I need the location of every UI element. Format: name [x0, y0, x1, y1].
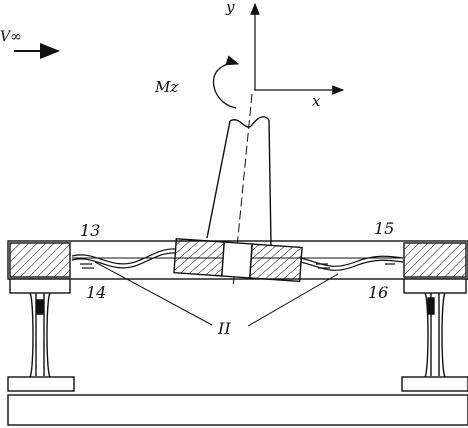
left-support-pad [9, 278, 71, 294]
central-hub [173, 237, 303, 283]
right-ligament-lower [299, 259, 404, 271]
right-ligament-upper [299, 255, 404, 267]
velocity-label: V∞ [0, 29, 22, 45]
left-ligament-upper [71, 248, 177, 265]
right-foot [401, 376, 468, 392]
y-axis-label: y [225, 0, 235, 16]
label-ii: II [217, 319, 231, 338]
label-14: 14 [86, 283, 106, 302]
right-column-flange [424, 292, 446, 378]
leader-left [94, 261, 213, 326]
plate-frame [7, 240, 468, 280]
left-hatched-block [9, 242, 71, 278]
label-13: 13 [80, 221, 100, 240]
moment-label: Mz [154, 78, 178, 96]
moment-indicator: Mz [154, 55, 240, 109]
strut-tip [229, 116, 270, 128]
hub-left-hatch [173, 237, 225, 277]
left-foot [7, 376, 75, 392]
base-plate [7, 394, 468, 426]
elastic-ligaments [71, 248, 404, 271]
label-15: 15 [374, 219, 394, 238]
label-16: 16 [368, 283, 388, 302]
right-hatched-block [403, 242, 467, 278]
right-support-pad [403, 278, 467, 294]
strut-body [206, 119, 272, 246]
left-column-body [35, 293, 45, 376]
left-column-flange [29, 292, 51, 378]
left-column [7, 292, 75, 392]
hub-right-hatch [249, 243, 303, 283]
freestream-velocity: V∞ [0, 29, 60, 59]
left-ligament-lower [71, 252, 177, 269]
right-column [401, 292, 468, 392]
hub-center [221, 241, 253, 279]
leader-right [247, 273, 339, 327]
leader-lines [94, 261, 339, 327]
moment-arrow [212, 55, 240, 109]
right-column-clip [427, 297, 435, 315]
x-axis-label: x [312, 92, 321, 110]
left-column-clip [36, 299, 44, 315]
coordinate-axes: y x [225, 0, 345, 110]
